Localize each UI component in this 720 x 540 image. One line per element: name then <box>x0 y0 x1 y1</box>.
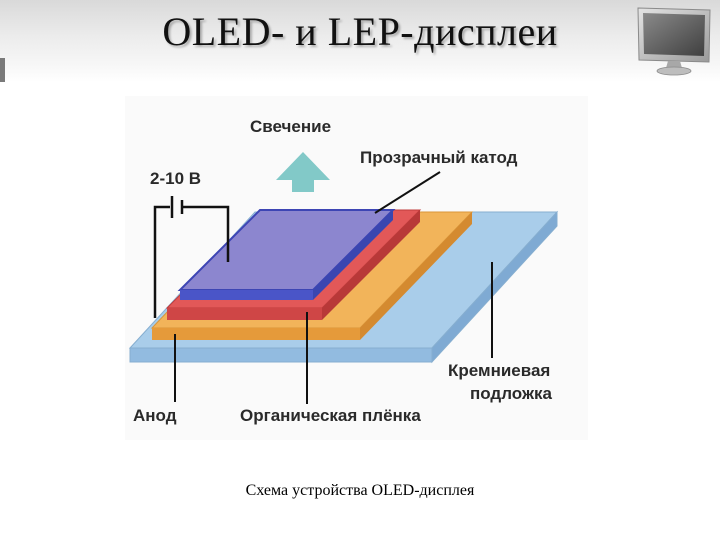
voltage-source <box>153 196 230 318</box>
cathode-leader <box>374 171 441 214</box>
glow-label: Свечение <box>250 117 331 136</box>
slide-title: OLED- и LEP-дисплеи <box>162 9 558 54</box>
diagram-caption: Схема устройства OLED-дисплея <box>245 482 475 499</box>
leader-lines <box>174 171 493 404</box>
cathode-label: Прозрачный катод <box>360 148 518 167</box>
slide-header: OLED- и LEP-дисплеи <box>0 0 720 82</box>
cathode-layer <box>177 209 396 300</box>
arrow-up-icon <box>276 152 330 192</box>
organic-label: Органическая плёнка <box>240 406 421 425</box>
substrate-label-line1: Кремниевая <box>448 361 550 380</box>
voltage-label: 2-10 В <box>150 169 201 188</box>
monitor-icon <box>637 7 711 76</box>
header-accent-mark <box>0 58 5 82</box>
anode-label: Анод <box>133 406 177 425</box>
substrate-label-line2: подложка <box>470 384 553 403</box>
